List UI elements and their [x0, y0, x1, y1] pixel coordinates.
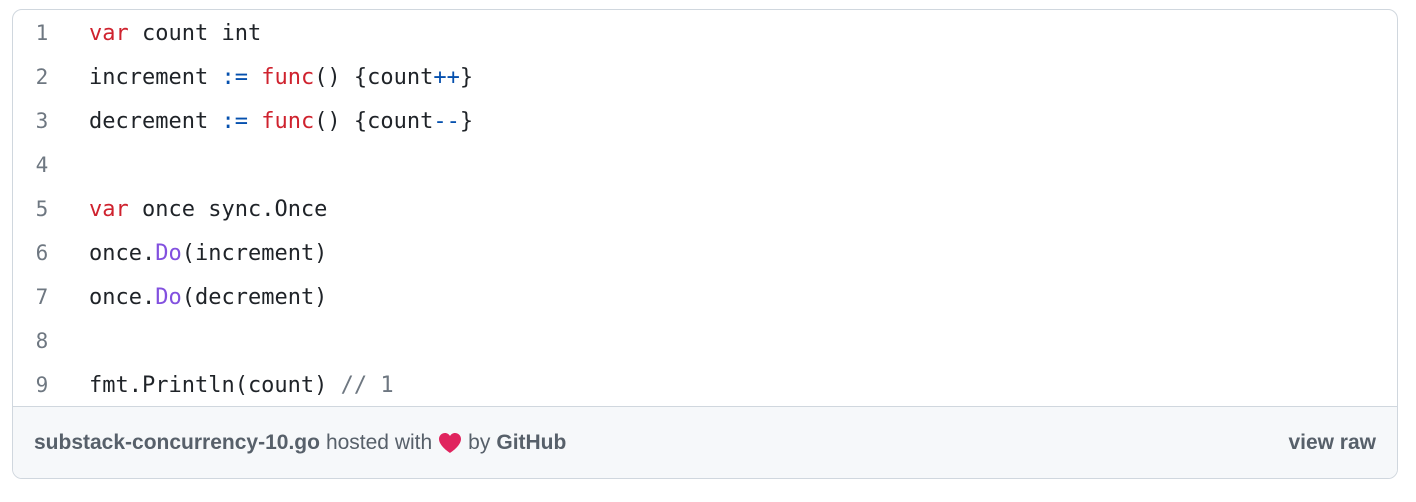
code-token: fmt.Println(count) [89, 372, 341, 398]
code-token: var [89, 20, 129, 46]
code-token: () {count [314, 108, 434, 134]
code-token: (decrement) [181, 284, 328, 310]
code-text: fmt.Println(count) // 1 [71, 373, 394, 398]
code-text: increment := func() {count++} [71, 65, 473, 90]
code-token: var [89, 196, 129, 222]
gist-meta: substack-concurrency-10.go hosted with b… [34, 431, 566, 455]
heart-icon [438, 432, 462, 454]
code-line: 2 increment := func() {count++} [13, 55, 1397, 99]
line-number[interactable]: 2 [35, 65, 49, 89]
code-token: once. [89, 240, 156, 266]
code-text: var once sync.Once [71, 197, 327, 222]
code-token: func [261, 64, 315, 90]
code-line: 6 once.Do(increment) [13, 231, 1397, 275]
gist-actions: view raw [1288, 431, 1376, 455]
line-number[interactable]: 7 [35, 285, 49, 309]
line-number[interactable]: 6 [35, 241, 49, 265]
code-token: := [221, 64, 248, 90]
code-token: increment [89, 64, 222, 90]
code-token: once sync.Once [128, 196, 328, 222]
code-text: once.Do(increment) [71, 241, 327, 266]
by-text: by [468, 430, 491, 454]
code-token: } [459, 64, 474, 90]
line-number[interactable]: 5 [35, 197, 49, 221]
code-token: } [459, 108, 474, 134]
code-line: 1 var count int [13, 11, 1397, 55]
hosted-with-text: hosted with [325, 430, 433, 454]
code-line: 8 [13, 319, 1397, 363]
line-number[interactable]: 4 [35, 153, 49, 177]
line-number[interactable]: 8 [35, 329, 49, 353]
line-number[interactable]: 3 [35, 109, 49, 133]
code-line: 9 fmt.Println(count) // 1 [13, 363, 1397, 407]
code-token: () {count [314, 64, 434, 90]
code-line: 3 decrement := func() {count--} [13, 99, 1397, 143]
line-number[interactable]: 9 [35, 373, 49, 397]
code-token: func [261, 108, 315, 134]
code-text: decrement := func() {count--} [71, 109, 473, 134]
code-text: once.Do(decrement) [71, 285, 327, 310]
code-line: 7 once.Do(decrement) [13, 275, 1397, 319]
code-token [248, 109, 261, 134]
code-text: var count int [71, 21, 261, 46]
code-token: (increment) [181, 240, 328, 266]
code-line: 5 var once sync.Once [13, 187, 1397, 231]
code-token: -- [433, 108, 460, 134]
code-token: := [221, 108, 248, 134]
code-token: once. [89, 284, 156, 310]
github-link[interactable]: GitHub [496, 430, 567, 454]
code-token: count int [128, 20, 262, 46]
code-token [248, 65, 261, 90]
line-number[interactable]: 1 [35, 21, 49, 45]
gist-footer: substack-concurrency-10.go hosted with b… [13, 406, 1397, 478]
view-raw-link[interactable]: view raw [1288, 430, 1376, 454]
code-token: decrement [89, 108, 222, 134]
code-token: ++ [433, 64, 460, 90]
file-link[interactable]: substack-concurrency-10.go [34, 430, 320, 454]
code-token: // 1 [340, 372, 394, 398]
code-token: Do [155, 240, 182, 266]
code-line: 4 [13, 143, 1397, 187]
code-token: Do [155, 284, 182, 310]
